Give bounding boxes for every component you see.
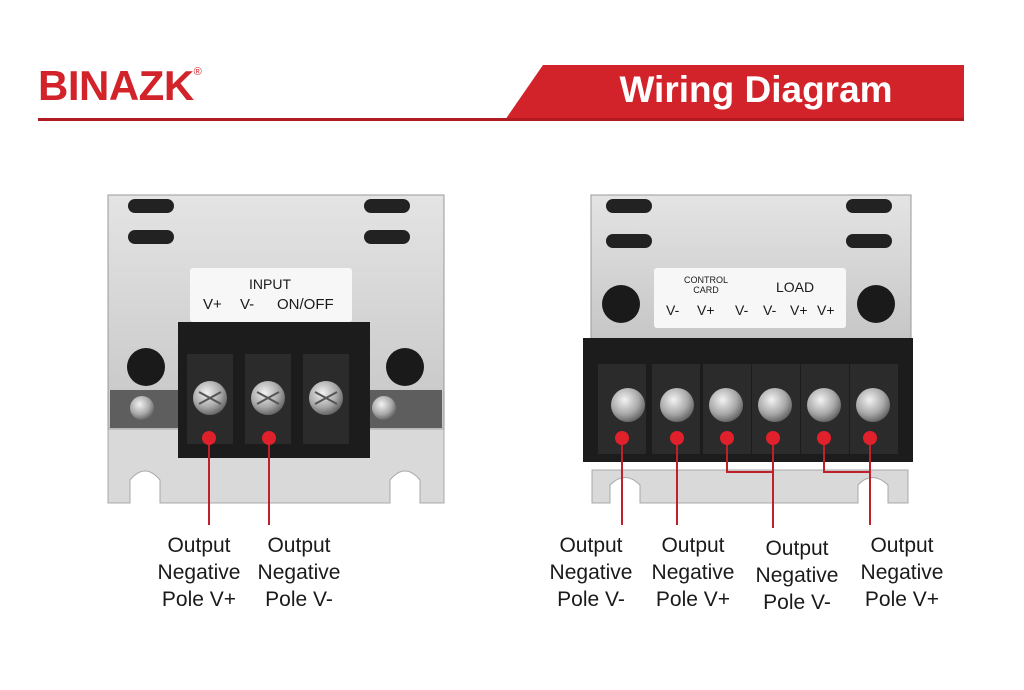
terminal-label: V+ — [203, 296, 222, 313]
connection-dot — [720, 431, 734, 445]
terminal-screw-icon — [856, 388, 890, 422]
terminal-screw-icon — [660, 388, 694, 422]
connection-dot — [817, 431, 831, 445]
right-power-supply — [583, 194, 913, 528]
load-label: LOAD — [776, 279, 815, 295]
connection-dot — [670, 431, 684, 445]
output-label: Output Negative Pole V+ — [860, 534, 944, 611]
page-title: Wiring Diagram — [619, 69, 893, 110]
brand-logo: BINAZK® — [38, 62, 202, 110]
screw-icon — [372, 396, 396, 420]
connection-dot — [202, 431, 216, 445]
terminal-screw-icon — [709, 388, 743, 422]
vent-slot — [846, 199, 892, 213]
vent-slot — [606, 234, 652, 248]
mount-hole — [602, 285, 640, 323]
output-label: Output Negative Pole V- — [549, 534, 633, 611]
vent-slot — [846, 234, 892, 248]
vent-slot — [128, 230, 174, 244]
connection-dot — [262, 431, 276, 445]
right-mounting-plate — [591, 469, 909, 504]
registered-mark: ® — [193, 66, 202, 78]
header-divider — [38, 118, 964, 121]
card-label: CARD — [693, 285, 719, 295]
vent-slot — [128, 199, 174, 213]
mount-hole — [857, 285, 895, 323]
left-terminals — [187, 354, 349, 444]
terminal-label: V- — [763, 302, 777, 318]
screw-icon — [130, 396, 154, 420]
terminal-label: V+ — [697, 302, 715, 318]
connection-dot — [863, 431, 877, 445]
left-label-sticker — [190, 268, 352, 322]
vent-slot — [606, 199, 652, 213]
terminal-screw-icon — [758, 388, 792, 422]
output-label: Output Negative Pole V- — [257, 534, 341, 611]
terminal-label: V- — [735, 302, 749, 318]
left-power-supply — [107, 194, 445, 525]
output-label: Output Negative Pole V+ — [651, 534, 735, 611]
mount-hole — [127, 348, 165, 386]
left-wires — [208, 438, 270, 525]
terminal-label: V- — [666, 302, 680, 318]
right-label-sticker — [654, 268, 846, 328]
control-label: CONTROL — [683, 275, 728, 285]
mount-hole — [386, 348, 424, 386]
brand-name: BINAZK — [38, 62, 194, 109]
connection-dot — [615, 431, 629, 445]
terminal-label: ON/OFF — [277, 296, 334, 313]
vent-slot — [364, 199, 410, 213]
input-label: INPUT — [249, 276, 291, 292]
terminal-label: V+ — [790, 302, 808, 318]
right-terminals — [598, 364, 898, 454]
output-label: Output Negative Pole V+ — [157, 534, 241, 611]
connection-dot — [766, 431, 780, 445]
terminal-label: V- — [240, 296, 255, 313]
title-banner — [505, 65, 964, 120]
terminal-screw-icon — [611, 388, 645, 422]
right-wires — [621, 438, 871, 528]
terminal-screw-icon — [807, 388, 841, 422]
terminal-label: V+ — [817, 302, 835, 318]
vent-slot — [364, 230, 410, 244]
output-label: Output Negative Pole V- — [755, 537, 839, 614]
